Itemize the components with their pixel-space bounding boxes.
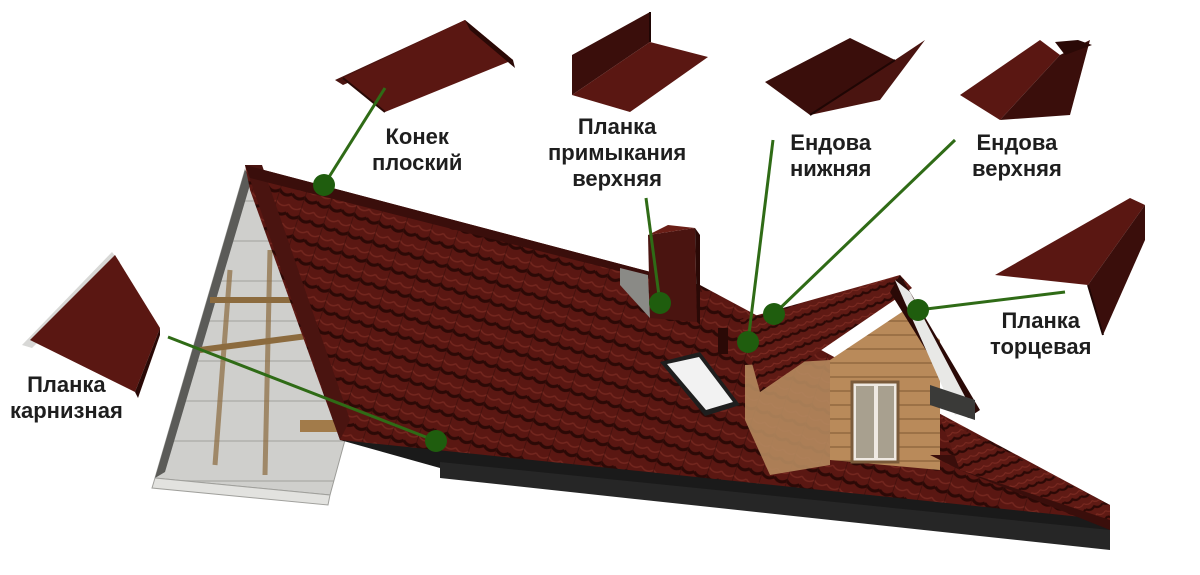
leader-lines xyxy=(167,87,1066,443)
flat-ridge-flashing-icon xyxy=(335,20,515,113)
label-upper-valley-line-1: Ендова xyxy=(976,130,1058,155)
label-ridge-line-2: плоский xyxy=(372,150,463,175)
marker-dot-gable-trim xyxy=(907,299,929,321)
label-lower-valley: Ендова нижняя xyxy=(790,130,871,182)
label-top-abutment-line-3: верхняя xyxy=(572,166,663,191)
upper-valley-flashing-icon xyxy=(960,40,1092,120)
label-upper-valley: Ендова верхняя xyxy=(972,130,1062,182)
label-lower-valley-line-1: Ендова xyxy=(790,130,872,155)
label-eaves-trim-line-2: карнизная xyxy=(10,398,123,423)
label-upper-valley-line-2: верхняя xyxy=(972,156,1062,181)
marker-dot-ridge xyxy=(313,174,335,196)
roof-window xyxy=(660,352,740,416)
leader-line-upper-valley xyxy=(772,138,957,316)
gable-trim-strip-icon xyxy=(995,198,1145,336)
marker-dot-eaves-trim xyxy=(425,430,447,452)
label-top-abutment-line-1: Планка xyxy=(577,114,657,139)
leader-line-top-abutment xyxy=(644,197,662,304)
gable-wall xyxy=(151,168,346,506)
label-gable-trim-line-2: торцевая xyxy=(990,334,1092,359)
marker-dot-upper-valley xyxy=(763,303,785,325)
label-gable-trim: Планка торцевая xyxy=(990,308,1091,360)
marker-dot-top-abutment xyxy=(649,292,671,314)
leader-line-eaves-trim xyxy=(167,335,437,443)
marker-dot-lower-valley xyxy=(737,331,759,353)
label-gable-trim-line-1: Планка xyxy=(1001,308,1080,333)
leader-line-gable-trim xyxy=(917,290,1066,312)
roof-vent xyxy=(718,328,728,354)
label-lower-valley-line-2: нижняя xyxy=(790,156,872,181)
top-abutment-strip-icon xyxy=(572,12,708,112)
label-ridge-line-1: Конек xyxy=(385,124,449,149)
dormer xyxy=(740,275,1110,530)
label-eaves-trim-line-1: Планка xyxy=(27,372,106,397)
lower-valley-flashing-icon xyxy=(765,38,925,116)
leader-line-ridge xyxy=(322,87,387,186)
marker-dots xyxy=(313,174,929,452)
label-eaves-trim: Планка карнизная xyxy=(10,372,123,424)
label-top-abutment-line-2: примыкания xyxy=(548,140,687,165)
label-ridge: Конек плоский xyxy=(372,124,462,176)
eaves-trim-strip-icon xyxy=(22,252,160,398)
leader-line-lower-valley xyxy=(746,139,775,343)
label-top-abutment: Планка примыкания верхняя xyxy=(548,114,686,192)
